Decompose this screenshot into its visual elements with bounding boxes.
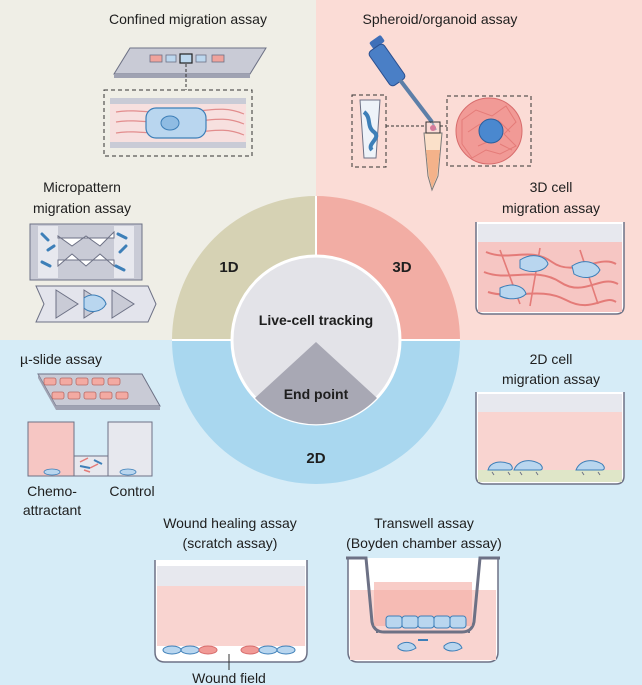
muslide-chip-illustration	[37, 373, 161, 410]
spheroid-core	[478, 118, 504, 144]
transwell-panel: Transwell assay (Boyden chamber assay)	[346, 515, 502, 663]
ring-label-1d: 1D	[219, 259, 238, 276]
muslide-title: µ-slide assay	[20, 351, 102, 367]
ring-label-2d: 2D	[306, 450, 325, 467]
micropattern-panel: Micropattern migration assay	[29, 179, 157, 323]
tube-icon	[423, 121, 443, 192]
center-label-end-point: End point	[284, 386, 349, 402]
micropattern-title-line2: migration assay	[33, 200, 131, 216]
endpoint-triangle	[255, 342, 377, 425]
ring-segment-2d	[172, 340, 460, 484]
confined-channel-zoom	[103, 89, 253, 157]
cell2d-well-illustration	[475, 392, 625, 485]
pipette-icon	[368, 35, 437, 131]
wound-well-illustration	[154, 560, 308, 670]
ring-diagram: 1D 3D 2D Live-cell tracking End point	[172, 196, 460, 484]
transwell-cell-layer	[385, 615, 467, 629]
spheroid-tube-zoom	[351, 94, 426, 168]
wound-panel: Wound healing assay (scratch assay) Woun…	[154, 515, 308, 685]
confined-chip-illustration	[113, 47, 267, 78]
cell3d-well-illustration	[475, 222, 625, 315]
cell3d-panel: 3D cell migration assay	[475, 179, 625, 315]
wound-field-label: Wound field	[192, 670, 266, 685]
cell3d-title-line1: 3D cell	[530, 179, 573, 195]
transwell-title-line2: (Boyden chamber assay)	[346, 535, 502, 551]
spheroid-panel: Spheroid/organoid assay	[351, 11, 532, 192]
cell2d-title-line2: migration assay	[502, 371, 600, 387]
center-label-live-cell-tracking: Live-cell tracking	[259, 312, 373, 328]
transwell-title-line1: Transwell assay	[374, 515, 474, 531]
cell2d-panel: 2D cell migration assay	[475, 351, 625, 485]
spheroid-circle-zoom	[440, 95, 532, 167]
ring-label-3d: 3D	[392, 259, 411, 276]
muslide-chambers-illustration	[27, 421, 153, 477]
muslide-chemoattractant-line2: attractant	[23, 502, 81, 518]
wound-title-line1: Wound healing assay	[163, 515, 297, 531]
confined-title: Confined migration assay	[109, 11, 267, 27]
muslide-chemoattractant-line1: Chemo-	[27, 483, 77, 499]
micropattern-chip-illustration	[29, 223, 157, 323]
muslide-panel: µ-slide assay Chemo- attractant Control	[20, 351, 161, 518]
cell2d-title-line1: 2D cell	[530, 351, 573, 367]
spheroid-title: Spheroid/organoid assay	[363, 11, 518, 27]
muslide-control-label: Control	[109, 483, 154, 499]
ring-segment-3d	[316, 196, 460, 340]
cell3d-title-line2: migration assay	[502, 200, 600, 216]
micropattern-title-line1: Micropattern	[43, 179, 121, 195]
transwell-well-illustration	[346, 556, 500, 663]
wound-title-line2: (scratch assay)	[183, 535, 278, 551]
ring-segment-1d	[172, 196, 316, 340]
confined-migration-panel: Confined migration assay	[103, 11, 267, 157]
